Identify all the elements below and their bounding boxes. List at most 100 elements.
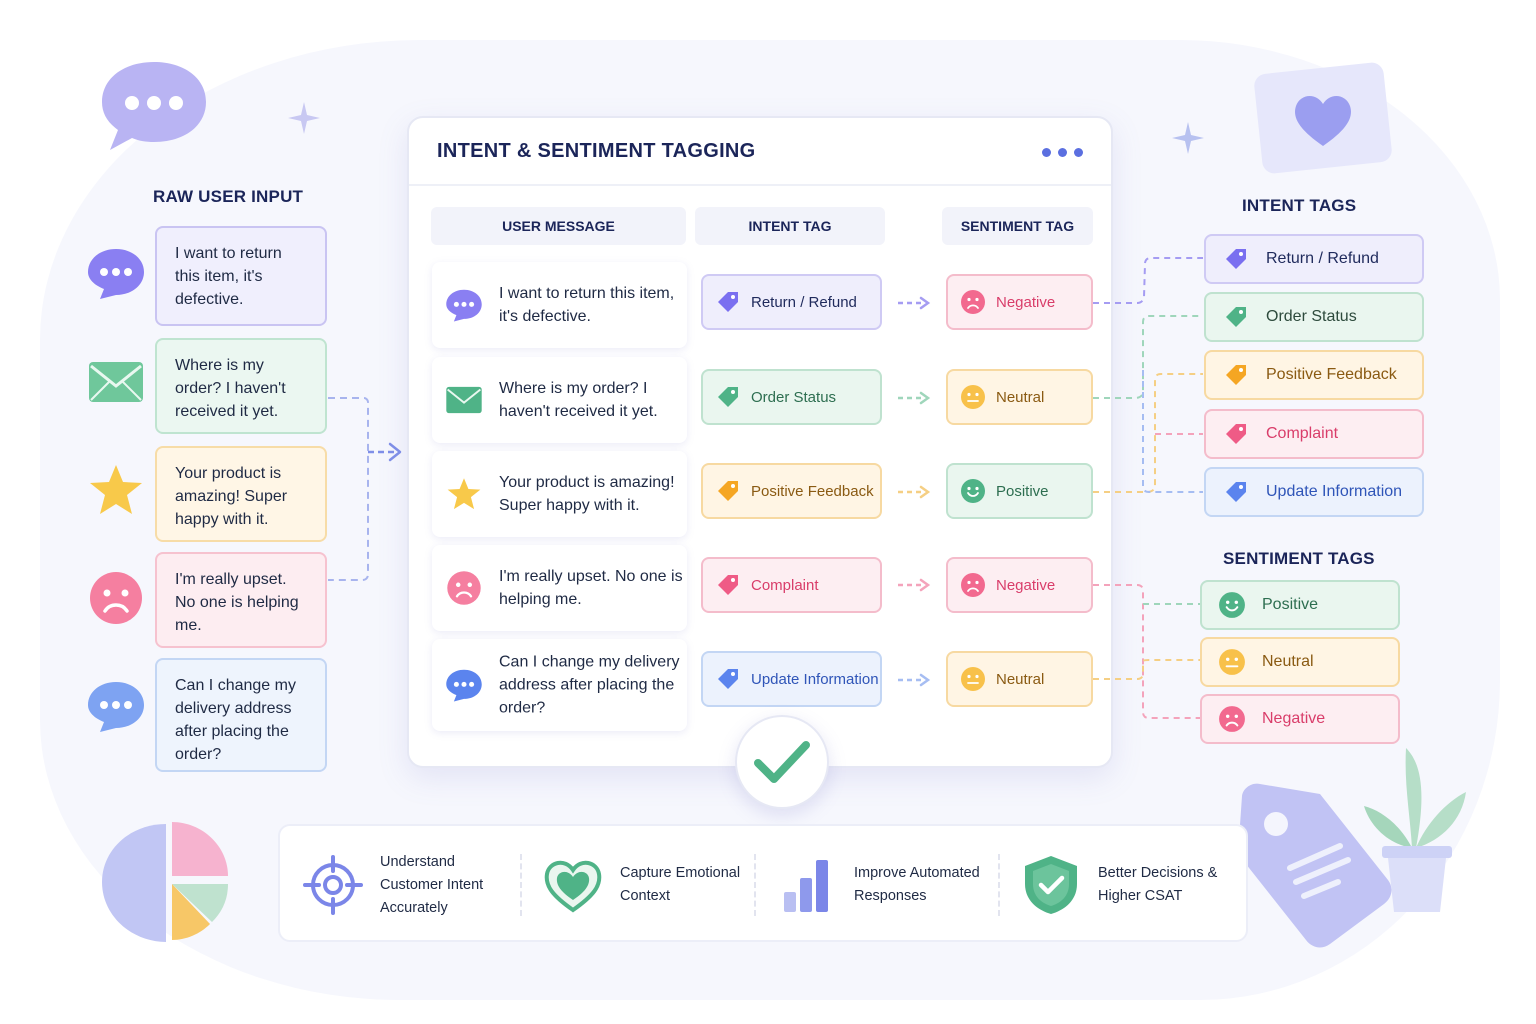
sentiment-tag[interactable]: Positive (946, 463, 1093, 519)
sentiment-tag[interactable]: Negative (946, 274, 1093, 330)
tag-icon (715, 572, 741, 598)
intent-tag[interactable]: Positive Feedback (701, 463, 882, 519)
envelope-icon (444, 380, 484, 420)
sad-face-icon (1218, 705, 1246, 733)
heart-card-decoration-icon (1254, 62, 1392, 174)
message-card: I'm really upset. No one is helping me. (432, 545, 687, 631)
neutral-face-icon (960, 384, 986, 410)
legend-sentiment-positive[interactable]: Positive (1200, 580, 1400, 630)
intent-tag[interactable]: Order Status (701, 369, 882, 425)
benefit-text: Better Decisions & Higher CSAT (1098, 865, 1218, 904)
benefit-text: Capture Emotional Context (620, 865, 741, 904)
chat-bubble-icon (86, 243, 146, 303)
happy-face-icon (960, 478, 986, 504)
legend-label: Update Information (1266, 483, 1403, 500)
tag-icon (1222, 361, 1250, 389)
message-text: I'm really upset. No one is helping me. (499, 568, 683, 608)
benefit-item: Better Decisions & Higher CSAT (1020, 826, 1228, 944)
message-text: Can I change my delivery address after p… (499, 653, 680, 717)
raw-input-card: Can I change my delivery address after p… (155, 658, 327, 772)
legend-sentiment-neutral[interactable]: Neutral (1200, 637, 1400, 687)
raw-input-card: Your product is amazing! Super happy wit… (155, 446, 327, 542)
sentiment-tag[interactable]: Negative (946, 557, 1093, 613)
raw-input-title: RAW USER INPUT (153, 187, 304, 206)
raw-input-text: Where is my order? I haven't received it… (175, 357, 286, 420)
checkmark-icon (754, 741, 810, 783)
message-card: Your product is amazing! Super happy wit… (432, 451, 687, 537)
sentiment-tag[interactable]: Neutral (946, 369, 1093, 425)
more-options-icon[interactable] (1042, 148, 1083, 157)
message-card: I want to return this item, it's defecti… (432, 262, 687, 348)
message-card: Can I change my delivery address after p… (432, 639, 687, 731)
legend-sentiment-negative[interactable]: Negative (1200, 694, 1400, 744)
raw-input-card: Where is my order? I haven't received it… (155, 338, 327, 434)
sad-face-icon (960, 289, 986, 315)
envelope-icon (86, 352, 146, 412)
legend-label: Neutral (1262, 653, 1314, 670)
sentiment-tag-label: Negative (996, 576, 1056, 594)
sentiment-tag-label: Negative (996, 293, 1056, 311)
intent-tag-label: Order Status (751, 388, 837, 406)
neutral-face-icon (960, 666, 986, 692)
tag-icon (1222, 420, 1250, 448)
arrow-icon (898, 296, 931, 310)
tag-icon (715, 666, 741, 692)
legend-intent-complaint[interactable]: Complaint (1204, 409, 1424, 459)
column-header-intent-tag: INTENT TAG (695, 207, 885, 245)
raw-input-text: Your product is amazing! Super happy wit… (175, 465, 288, 528)
sentiment-tags-title: SENTIMENT TAGS (1223, 549, 1375, 568)
raw-input-card: I'm really upset. No one is helping me. (155, 552, 327, 648)
intent-tag-label: Complaint (751, 576, 819, 594)
tag-icon (1222, 245, 1250, 273)
legend-intent-order-status[interactable]: Order Status (1204, 292, 1424, 342)
happy-face-icon (1218, 591, 1246, 619)
message-text: I want to return this item, it's defecti… (499, 285, 675, 325)
intent-tag-label: Return / Refund (751, 293, 857, 311)
raw-input-card: I want to return this item, it's defecti… (155, 226, 327, 326)
sentiment-tag-label: Neutral (996, 670, 1045, 688)
sentiment-tag-label: Neutral (996, 388, 1045, 406)
intent-tag[interactable]: Return / Refund (701, 274, 882, 330)
star-icon (444, 474, 484, 514)
raw-input-text: Can I change my delivery address after p… (175, 677, 296, 763)
column-header-sentiment-tag: SENTIMENT TAG (942, 207, 1093, 245)
shield-check-icon (1020, 854, 1082, 916)
legend-label: Positive Feedback (1266, 366, 1397, 383)
benefit-item: Capture Emotional Context (542, 826, 750, 944)
sentiment-tag[interactable]: Neutral (946, 651, 1093, 707)
legend-label: Positive (1262, 596, 1319, 613)
arrow-icon (898, 578, 931, 592)
tag-icon (715, 289, 741, 315)
divider (998, 854, 1000, 916)
chat-bubble-icon (86, 676, 146, 736)
price-tag-decoration-icon (1238, 783, 1392, 948)
arrow-icon (898, 391, 931, 405)
arrow-icon (898, 485, 931, 499)
sad-face-icon (86, 568, 146, 628)
chat-bubble-decoration-icon (102, 62, 206, 150)
bar-chart-icon (776, 854, 838, 916)
tag-icon (1222, 478, 1250, 506)
arrow-icon (898, 673, 931, 687)
tag-icon (1222, 303, 1250, 331)
heart-icon (542, 854, 604, 916)
legend-intent-return-refund[interactable]: Return / Refund (1204, 234, 1424, 284)
benefits-bar: Understand Customer Intent Accurately Ca… (278, 824, 1248, 942)
legend-label: Negative (1262, 710, 1326, 727)
target-icon (302, 854, 364, 916)
sparkle-icon (1172, 122, 1204, 154)
sad-face-icon (960, 572, 986, 598)
legend-label: Complaint (1266, 425, 1339, 442)
intent-tag[interactable]: Complaint (701, 557, 882, 613)
message-text: Your product is amazing! Super happy wit… (499, 474, 675, 514)
neutral-face-icon (1218, 648, 1246, 676)
sparkle-icon (288, 102, 320, 134)
legend-label: Return / Refund (1266, 250, 1379, 267)
raw-input-text: I'm really upset. No one is helping me. (175, 571, 299, 634)
divider (754, 854, 756, 916)
intent-tag[interactable]: Update Information (701, 651, 882, 707)
legend-intent-positive-feedback[interactable]: Positive Feedback (1204, 350, 1424, 400)
check-badge (735, 715, 829, 809)
benefit-item: Understand Customer Intent Accurately (302, 826, 500, 944)
legend-intent-update-information[interactable]: Update Information (1204, 467, 1424, 517)
